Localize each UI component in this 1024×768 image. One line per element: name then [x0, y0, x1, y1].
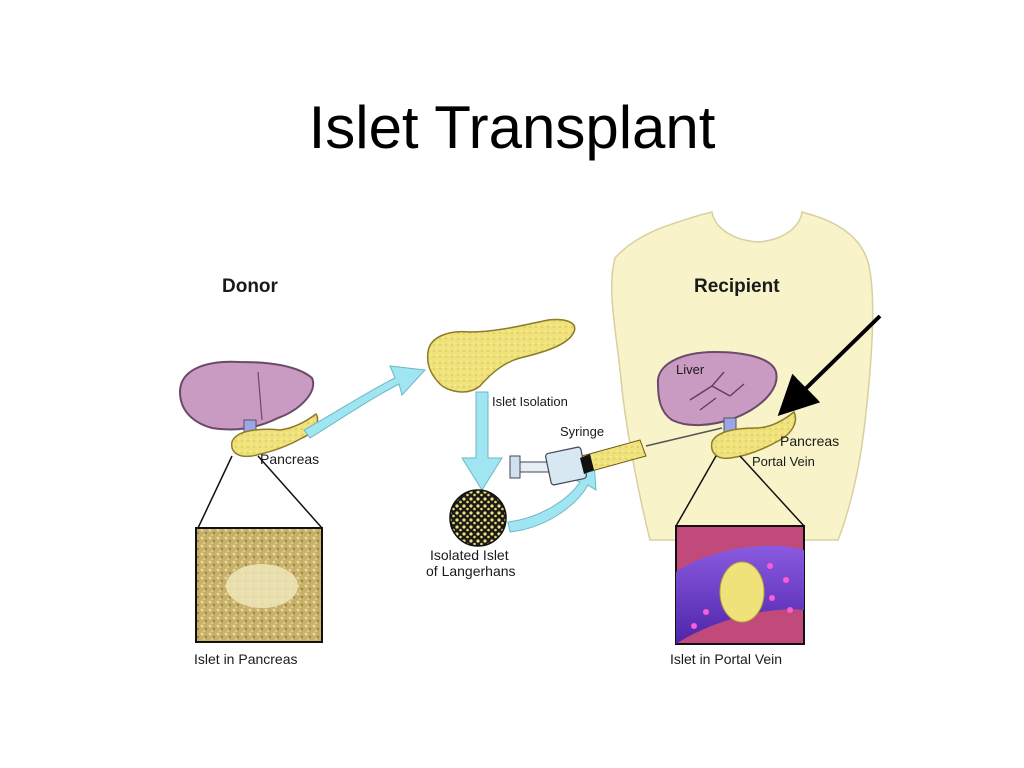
syringe-icon	[509, 427, 723, 486]
liver-label: Liver	[676, 362, 705, 377]
isolated-islet-label-1: Isolated Islet	[430, 547, 509, 563]
pancreas-icon	[426, 318, 576, 393]
pancreas-icon	[710, 410, 797, 460]
isolation-arrow	[461, 391, 503, 491]
pointer-arrow-icon	[777, 314, 882, 416]
islet-in-pancreas-label: Islet in Pancreas	[194, 651, 298, 667]
donor-pancreas-label: Pancreas	[260, 451, 319, 467]
portal-vein-label: Portal Vein	[752, 454, 815, 469]
recipient-label: Recipient	[694, 276, 780, 297]
donor-label: Donor	[222, 276, 279, 297]
recipient-pancreas-label: Pancreas	[780, 433, 839, 449]
syringe-label: Syringe	[560, 424, 604, 439]
islet-in-portal-vein-label: Islet in Portal Vein	[670, 651, 782, 667]
islet-isolation-label: Islet Isolation	[492, 394, 568, 409]
transfer-arrow	[303, 365, 427, 439]
isolated-islet-label-2: of Langerhans	[426, 563, 516, 579]
liver-icon	[178, 360, 315, 431]
islet-icon	[449, 489, 507, 547]
slide-title: Islet Transplant	[308, 94, 716, 161]
